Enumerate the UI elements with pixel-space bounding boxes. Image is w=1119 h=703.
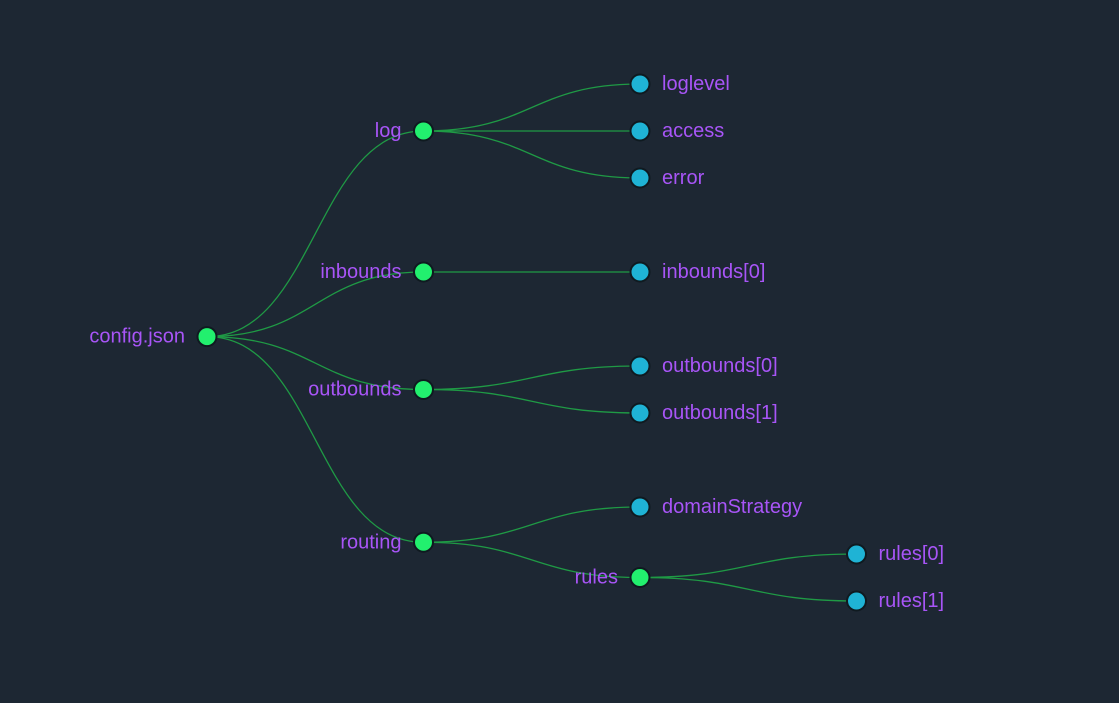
node-label: rules[0] (879, 543, 945, 565)
link-log-to-loglevel (423, 83, 641, 132)
tree-node-config-json[interactable]: config.json (89, 326, 218, 348)
branch-node-dot[interactable] (413, 531, 434, 553)
leaf-node-dot[interactable] (629, 496, 651, 518)
tree-node-log[interactable]: log (375, 120, 434, 142)
leaf-node-dot[interactable] (629, 402, 651, 424)
links-layer (206, 83, 857, 602)
node-label: inbounds (320, 261, 401, 283)
link-routing-to-rules (423, 541, 641, 579)
tree-node-rules-0[interactable]: rules[0] (846, 543, 945, 565)
node-label: log (375, 120, 402, 142)
branch-node-dot[interactable] (196, 326, 218, 348)
link-config-json-to-inbounds (206, 271, 424, 338)
node-label: outbounds (308, 379, 401, 401)
leaf-node-dot[interactable] (629, 261, 651, 283)
tree-node-outbounds[interactable]: outbounds (308, 379, 434, 401)
node-label: rules[1] (879, 590, 945, 612)
tree-node-loglevel[interactable]: loglevel (629, 73, 730, 95)
link-outbounds-to-outbounds-1 (423, 388, 641, 414)
leaf-node-dot[interactable] (629, 73, 651, 95)
link-routing-to-domainstrategy (423, 506, 641, 543)
leaf-node-dot[interactable] (629, 167, 651, 189)
node-label: routing (340, 531, 401, 553)
tree-node-domainstrategy[interactable]: domainStrategy (629, 496, 803, 518)
branch-node-dot[interactable] (413, 120, 434, 142)
node-label: access (662, 120, 724, 142)
tree-node-rules-1[interactable]: rules[1] (846, 590, 945, 612)
node-label: rules (575, 567, 618, 589)
branch-node-dot[interactable] (413, 379, 434, 400)
branch-node-dot[interactable] (629, 567, 651, 588)
tree-node-inbounds-0[interactable]: inbounds[0] (629, 261, 766, 283)
tree-node-error[interactable]: error (629, 167, 705, 189)
tree-node-outbounds-1[interactable]: outbounds[1] (629, 402, 778, 424)
node-label: outbounds[1] (662, 402, 778, 424)
branch-node-dot[interactable] (413, 261, 434, 283)
tree-node-rules[interactable]: rules (575, 567, 651, 589)
leaf-node-dot[interactable] (846, 590, 867, 612)
link-log-to-error (423, 130, 641, 179)
leaf-node-dot[interactable] (629, 120, 651, 142)
nodes-layer: loglevel access error log inbounds[0] inbound… (89, 73, 944, 612)
node-label: outbounds[0] (662, 355, 778, 377)
tree-node-access[interactable]: access (629, 120, 725, 142)
node-label: inbounds[0] (662, 261, 765, 283)
leaf-node-dot[interactable] (629, 355, 651, 377)
link-rules-to-rules-1 (639, 576, 857, 602)
link-config-json-to-routing (206, 335, 424, 543)
tree-node-inbounds[interactable]: inbounds (320, 261, 434, 283)
link-config-json-to-outbounds (206, 335, 424, 391)
leaf-node-dot[interactable] (846, 543, 867, 565)
link-outbounds-to-outbounds-0 (423, 365, 641, 391)
node-label: error (662, 167, 705, 189)
tree-node-routing[interactable]: routing (340, 531, 434, 553)
node-label: config.json (89, 326, 185, 348)
node-label: loglevel (662, 73, 730, 95)
link-rules-to-rules-0 (639, 553, 857, 579)
node-label: domainStrategy (662, 496, 802, 518)
tree-node-outbounds-0[interactable]: outbounds[0] (629, 355, 778, 377)
link-config-json-to-log (206, 130, 424, 338)
